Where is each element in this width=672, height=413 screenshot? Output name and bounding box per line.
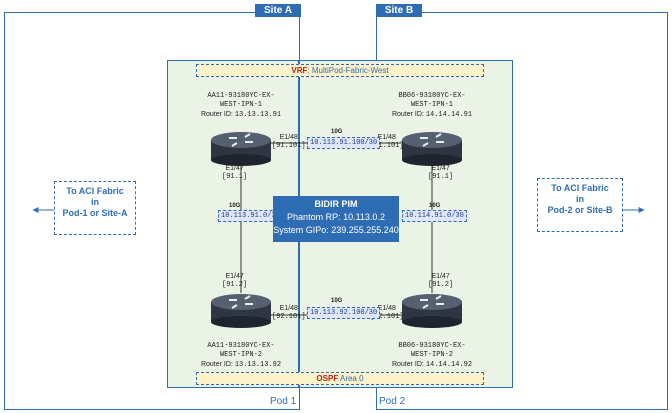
port-tl-e48: E1/48[91.101]	[272, 134, 306, 150]
site-b-label: Site B	[376, 4, 422, 17]
router-id-label: Router ID:	[200, 361, 235, 368]
pim-gipo: System GIPo: 239.255.255.240	[273, 225, 399, 235]
port-if: E1/48	[377, 134, 396, 141]
port-br-e48: E1/48[92.101]	[370, 305, 404, 321]
link-subnet-bottom: 10.113.92.100/30	[307, 307, 381, 319]
router-id-value: 13.13.13.91	[234, 111, 282, 119]
fabric-line1: To ACI Fabric	[551, 183, 609, 193]
router-id-value: 14.14.14.91	[425, 111, 473, 119]
port-if: E1/48	[279, 305, 298, 312]
switch-name-line2: WEST-IPN-1	[410, 101, 453, 109]
switch-name-line2: WEST-IPN-1	[219, 101, 262, 109]
port-bl-e48: E1/48[92.101]	[272, 305, 306, 321]
vrf-banner: VRF: MultiPod-Fabric-West	[196, 64, 484, 77]
switch-name-tr: BB06-93180YC-EX- WEST-IPN-1	[372, 92, 492, 110]
port-sub: [91.2]	[222, 281, 248, 289]
router-id-value: 14.14.14.92	[425, 361, 473, 369]
switch-name-line2: WEST-IPN-2	[219, 351, 262, 359]
switch-name-line1: BB06-93180YC-EX-	[398, 342, 466, 350]
port-if: E1/48	[279, 134, 298, 141]
fabric-line3: Pod-2 or Site-B	[547, 205, 613, 215]
vrf-value: : MultiPod-Fabric-West	[307, 66, 389, 75]
link-subnet-right: 10.114.91.0/30	[402, 210, 467, 222]
bidir-pim-box: BIDIR PIM Phantom RP: 10.113.0.2 System …	[273, 196, 399, 242]
router-id-br: Router ID: 14.14.14.92	[372, 360, 492, 370]
router-icon[interactable]	[210, 130, 272, 166]
link-speed-top: 10G	[331, 129, 343, 135]
port-bl-e47: E1/47[91.2]	[222, 273, 247, 289]
link-speed-right: 10G	[429, 203, 441, 209]
ospf-banner: OSPF Area 0	[196, 372, 484, 385]
switch-name-line1: BB06-93180YC-EX-	[398, 92, 466, 100]
pim-phantom-rp: Phantom RP: 10.113.0.2	[287, 212, 385, 222]
router-id-label: Router ID:	[391, 361, 426, 368]
router-icon[interactable]	[401, 292, 463, 328]
port-tr-e47: E1/47[91.1]	[428, 165, 453, 181]
switch-name-br: BB06-93180YC-EX- WEST-IPN-2	[372, 342, 492, 360]
port-sub: [91.1]	[222, 173, 248, 181]
router-id-tr: Router ID: 14.14.14.91	[372, 110, 492, 120]
router-icon[interactable]	[401, 130, 463, 166]
router-id-label: Router ID:	[200, 111, 235, 118]
link-subnet-top: 10.113.91.100/30	[307, 137, 381, 149]
link-speed-left: 10G	[229, 203, 241, 209]
port-sub: [92.101]	[370, 313, 404, 321]
router-id-value: 13.13.13.92	[234, 361, 282, 369]
fabric-box-left: To ACI Fabric in Pod-1 or Site-A	[54, 181, 136, 235]
pod-2-label: Pod 2	[379, 396, 406, 407]
port-if: E1/47	[431, 165, 450, 172]
switch-name-tl: AA11-93180YC-EX- WEST-IPN-1	[181, 92, 301, 110]
port-br-e47: E1/47[91.2]	[428, 273, 453, 289]
port-tr-e48: E1/48[91.101]	[370, 134, 404, 150]
switch-name-line1: AA11-93180YC-EX-	[207, 92, 275, 100]
pim-title: BIDIR PIM	[314, 199, 358, 209]
site-a-label: Site A	[255, 4, 301, 17]
ospf-key: OSPF	[316, 374, 339, 383]
port-sub: [91.1]	[428, 173, 454, 181]
link-speed-bottom: 10G	[331, 298, 343, 304]
switch-name-bl: AA11-93180YC-EX- WEST-IPN-2	[181, 342, 301, 360]
port-if: E1/47	[225, 273, 244, 280]
router-id-label: Router ID:	[391, 111, 426, 118]
router-id-tl: Router ID: 13.13.13.91	[181, 110, 301, 120]
port-if: E1/47	[431, 273, 450, 280]
router-icon[interactable]	[210, 292, 272, 328]
vrf-key: VRF	[291, 66, 308, 75]
port-sub: [91.101]	[272, 142, 306, 150]
port-sub: [92.101]	[272, 313, 306, 321]
fabric-line1: To ACI Fabric	[66, 186, 124, 196]
port-sub: [91.101]	[370, 142, 404, 150]
fabric-box-right: To ACI Fabric in Pod-2 or Site-B	[537, 178, 623, 232]
ospf-value: Area 0	[338, 374, 364, 383]
router-id-bl: Router ID: 13.13.13.92	[181, 360, 301, 370]
switch-name-line1: AA11-93180YC-EX-	[207, 342, 275, 350]
fabric-line3: Pod-1 or Site-A	[62, 208, 128, 218]
port-if: E1/47	[225, 165, 244, 172]
port-sub: [91.2]	[428, 281, 454, 289]
fabric-line2: in	[576, 194, 584, 204]
port-tl-e47: E1/47[91.1]	[222, 165, 247, 181]
switch-name-line2: WEST-IPN-2	[410, 351, 453, 359]
fabric-line2: in	[91, 197, 99, 207]
pod-1-label: Pod 1	[270, 396, 297, 407]
port-if: E1/48	[377, 305, 396, 312]
